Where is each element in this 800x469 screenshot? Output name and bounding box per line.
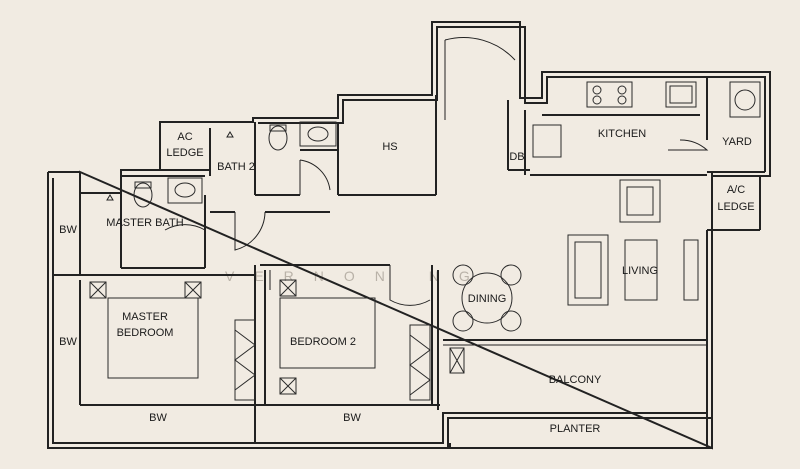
armchair-icon — [619, 179, 661, 223]
bed-icon — [279, 297, 376, 369]
sofa-icon — [567, 234, 609, 306]
room-label-planter: PLANTER — [550, 423, 601, 435]
coffee-table-icon — [624, 239, 658, 301]
room-label-bw: BW — [59, 224, 77, 236]
room-label-ac-ledge: LEDGE — [166, 147, 203, 159]
room-label-ac-ledge: LEDGE — [717, 201, 754, 213]
fridge-icon — [532, 124, 562, 158]
basin-icon — [167, 177, 203, 204]
wardrobe-icon — [409, 324, 431, 401]
room-label-bath2: BATH 2 — [217, 161, 255, 173]
room-label-ac-ledge: AC — [177, 131, 192, 143]
internal-walls — [53, 77, 765, 443]
room-label-balcony: BALCONY — [549, 374, 602, 386]
room-label-living: LIVING — [622, 265, 658, 277]
washer-icon — [729, 81, 761, 118]
room-label-ac-ledge: A/C — [727, 184, 745, 196]
toilet-icon — [268, 125, 288, 151]
room-label-hs: HS — [382, 141, 397, 153]
room-label-master-bedroom: BEDROOM — [117, 327, 174, 339]
dining-table-icon — [461, 272, 513, 324]
stove-icon — [586, 81, 633, 108]
bed-icon — [107, 297, 199, 379]
room-label-dining: DINING — [468, 293, 507, 305]
room-label-master-bedroom: MASTER — [122, 311, 168, 323]
toilet-icon — [133, 182, 153, 208]
room-label-kitchen: KITCHEN — [598, 128, 646, 140]
fixtures — [89, 81, 761, 401]
room-label-bw: BW — [59, 336, 77, 348]
room-label-bw: BW — [149, 412, 167, 424]
basin-icon — [299, 121, 337, 147]
room-label-master-bath: MASTER BATH — [106, 217, 183, 229]
sink-icon — [665, 81, 697, 108]
room-labels: AC LEDGE BATH 2 HS DB KITCHEN YARD A/C L… — [59, 128, 755, 435]
outer-walls — [47, 21, 771, 450]
room-label-bw: BW — [343, 412, 361, 424]
tv-icon — [683, 239, 699, 301]
doors — [164, 37, 709, 306]
room-label-db: DB — [509, 151, 524, 163]
room-label-bedroom2: BEDROOM 2 — [290, 336, 356, 348]
room-label-yard: YARD — [722, 136, 752, 148]
